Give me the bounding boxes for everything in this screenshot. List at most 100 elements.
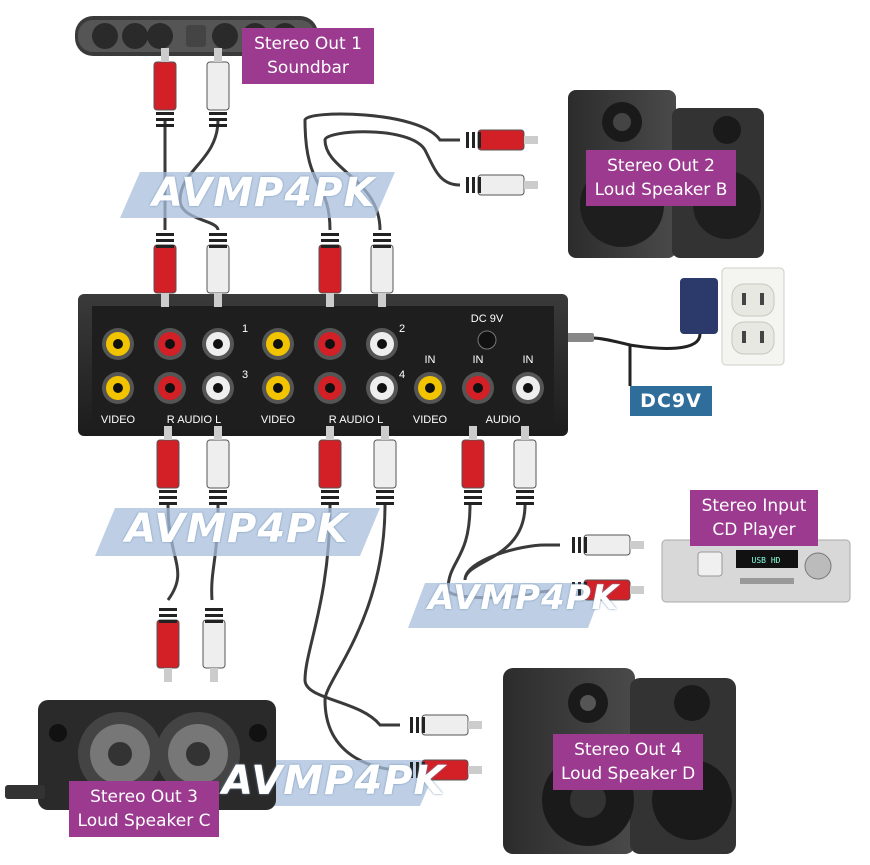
plug-out3-l-band (205, 614, 223, 617)
plug-in-r-band (464, 490, 482, 493)
plug-sw2-r-band (321, 233, 339, 236)
plug-out2-l-tip (524, 181, 538, 189)
label-line: Loud Speaker D (561, 764, 696, 784)
plug-sw1-r (153, 244, 177, 294)
jack-bottom-2-hole (213, 383, 223, 393)
plug-out1-l-band (209, 118, 227, 121)
audio-label-2: R AUDIO L (329, 414, 383, 426)
plug-sw4-l-tip (381, 426, 389, 440)
plug-out3-l-band (205, 620, 223, 623)
plug-sw1-l-band (209, 239, 227, 242)
label-line: Loud Speaker C (77, 811, 211, 831)
plug-out3-l-band (205, 608, 223, 611)
plug-sw2-l-tip (378, 293, 386, 307)
plug-in-l-band (516, 502, 534, 505)
jack-bottom-5-hole (377, 383, 387, 393)
plug-sw2-r (318, 244, 342, 294)
audio-label-1: R AUDIO L (167, 414, 221, 426)
jack-bottom-8-hole (523, 383, 533, 393)
plug-out4-l (421, 714, 469, 736)
plug-out4-r-band (416, 762, 419, 778)
plug-in-l (513, 439, 537, 489)
label-line: Stereo Out 3 (90, 787, 198, 807)
plug-out3-l-tip (210, 668, 218, 682)
video-label-3: VIDEO (413, 414, 448, 426)
watermark-text-3: AVMP4PK (428, 578, 619, 618)
plug-out1-l (206, 61, 230, 111)
plug-sw1-l-band (209, 233, 227, 236)
audio-label-3: AUDIO (486, 414, 521, 426)
plug-cd-l-tip (630, 541, 644, 549)
plug-sw3-l-band (209, 496, 227, 499)
plug-sw1-l (206, 244, 230, 294)
plug-out4-l-tip (468, 721, 482, 729)
plug-out4-r-tip (468, 766, 482, 774)
plug-in-r-band (464, 496, 482, 499)
video-label-2: VIDEO (261, 414, 296, 426)
plug-in-r (461, 439, 485, 489)
label-line: Stereo Out 4 (574, 740, 682, 760)
label-line: Stereo Out 2 (607, 156, 715, 176)
jack-top-3-hole (273, 339, 283, 349)
plug-sw4-r-band (321, 490, 339, 493)
plug-cd-r-tip (630, 586, 644, 594)
plug-out1-r-tip (161, 48, 169, 62)
watermark-text-4: AVMP4PK (222, 758, 446, 804)
plug-out4-l-band (422, 717, 425, 733)
label-stereo-out-2: Stereo Out 2 Loud Speaker B (586, 150, 736, 206)
plug-sw2-r-tip (326, 293, 334, 307)
label-line: Loud Speaker B (594, 180, 728, 200)
jack-bottom-1-hole (165, 383, 175, 393)
plug-out1-r-band (156, 124, 174, 127)
plug-cd-l-band (578, 537, 581, 553)
plug-sw1-r-tip (161, 293, 169, 307)
jack-top-4-hole (325, 339, 335, 349)
label-line: Soundbar (267, 58, 349, 78)
plug-out1-l-band (209, 124, 227, 127)
jack-top-0-hole (113, 339, 123, 349)
plug-out3-r (156, 619, 180, 669)
plug-cd-l-band (584, 537, 587, 553)
plug-out4-r-band (410, 762, 413, 778)
plug-out3-r-band (159, 620, 177, 623)
jack-top-2-hole (213, 339, 223, 349)
plug-sw4-r-band (321, 502, 339, 505)
plug-out4-l-band (410, 717, 413, 733)
plug-out3-r-band (159, 608, 177, 611)
plug-sw4-r (318, 439, 342, 489)
plug-cd-r-band (584, 582, 587, 598)
power-outlet-device (560, 267, 785, 386)
dc-jack (477, 330, 497, 350)
label-stereo-out-1: Stereo Out 1 Soundbar (242, 28, 374, 84)
port-number-1: 1 (242, 323, 248, 335)
plug-out1-l-band (209, 112, 227, 115)
plug-out2-l (477, 174, 525, 196)
plug-sw1-l-band (209, 245, 227, 248)
plug-out2-l-band (466, 177, 469, 193)
in-label-1: IN (425, 354, 436, 366)
plug-sw4-r-band (321, 496, 339, 499)
plug-sw4-l-band (376, 490, 394, 493)
plug-out4-l-band (416, 717, 419, 733)
plug-sw1-r-band (156, 233, 174, 236)
plug-sw3-l (206, 439, 230, 489)
plug-sw3-l-band (209, 502, 227, 505)
plug-sw3-l-tip (214, 426, 222, 440)
in-label-2: IN (473, 354, 484, 366)
plug-sw3-r-band (159, 502, 177, 505)
plug-sw2-l-band (373, 233, 391, 236)
plug-sw3-r-tip (164, 426, 172, 440)
plug-sw4-l (373, 439, 397, 489)
av-switch-box (78, 294, 568, 436)
plug-out2-r-band (466, 132, 469, 148)
jack-bottom-7-hole (473, 383, 483, 393)
jack-top-1-hole (165, 339, 175, 349)
plug-in-r-band (464, 502, 482, 505)
label-stereo-input: Stereo Input CD Player (690, 490, 818, 546)
plug-sw1-r-band (156, 245, 174, 248)
video-label-1: VIDEO (101, 414, 136, 426)
plug-sw4-r-tip (326, 426, 334, 440)
label-power: DC9V (630, 386, 712, 416)
plug-out2-r-band (478, 132, 481, 148)
